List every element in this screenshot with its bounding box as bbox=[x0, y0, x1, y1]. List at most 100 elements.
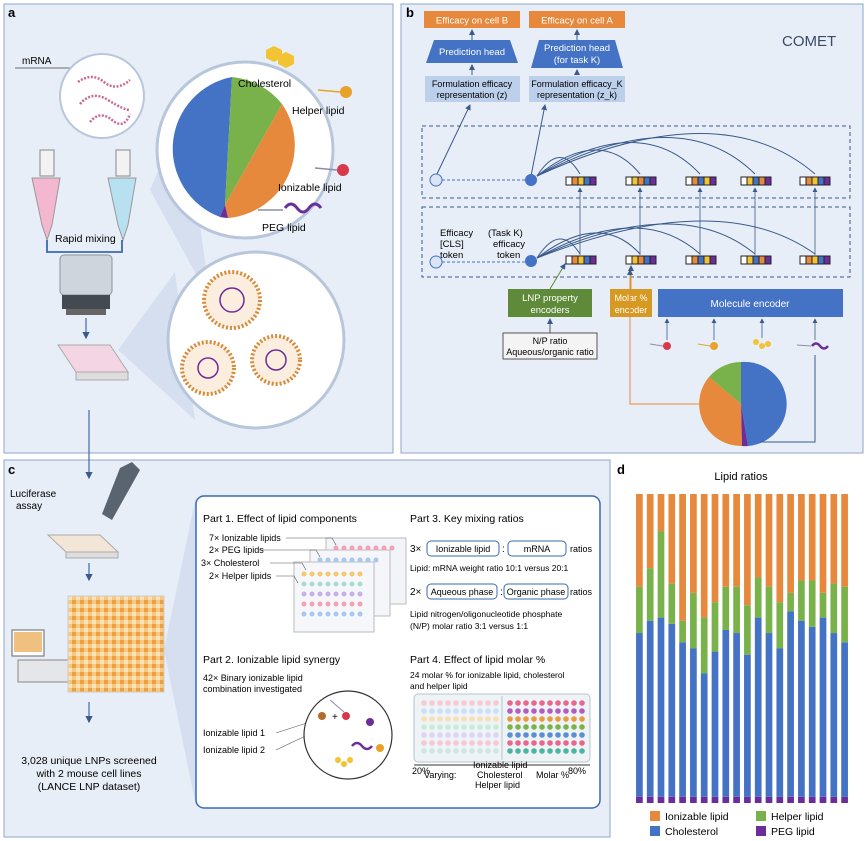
bar-13-helper-lipid bbox=[765, 586, 773, 634]
panel-c: c Luciferase assay 3,028 unique LNPs scr… bbox=[3, 410, 611, 838]
bar-12-cholesterol bbox=[754, 617, 762, 797]
bar-4-peg-lipid bbox=[668, 796, 676, 803]
stacked-bar-chart bbox=[636, 494, 848, 803]
bar-1-ionizable-lipid bbox=[636, 494, 643, 587]
task-token-bottom bbox=[525, 255, 537, 267]
formulation-zk-line2: representation (z_k) bbox=[537, 90, 617, 100]
bar-9-helper-lipid bbox=[722, 586, 730, 630]
np-line2: (N/P) molar ratio 3:1 versus 1:1 bbox=[410, 621, 528, 631]
screened-line3: (LANCE LNP dataset) bbox=[38, 781, 141, 793]
bar-17-cholesterol bbox=[808, 626, 816, 797]
ratios-label-1: ratios bbox=[570, 544, 593, 554]
bar-6-peg-lipid bbox=[690, 796, 697, 803]
bar-2-ionizable-lipid bbox=[646, 494, 654, 569]
efficacy-cell-b-box bbox=[424, 11, 520, 28]
bar-19-peg-lipid bbox=[830, 796, 838, 803]
cls-token-bottom bbox=[429, 255, 443, 269]
ionizable-count: 7× Ionizable lipids bbox=[209, 533, 281, 543]
bar-18-helper-lipid bbox=[819, 592, 827, 618]
token-strips-bottom bbox=[565, 255, 831, 265]
bar-20-cholesterol bbox=[841, 642, 848, 797]
mixer-device bbox=[59, 254, 113, 315]
panel-c-letter: c bbox=[8, 462, 15, 477]
comet-title: COMET bbox=[782, 33, 836, 50]
molar-encoder-line1: Molar % bbox=[614, 293, 647, 303]
luciferase-line1: Luciferase bbox=[10, 489, 57, 500]
attention-arcs-bottom bbox=[536, 220, 816, 259]
mrna-label: mRNA bbox=[22, 56, 52, 67]
bar-20-peg-lipid bbox=[841, 796, 848, 803]
synergy-circle: + bbox=[303, 690, 393, 780]
bar-6-helper-lipid bbox=[690, 592, 697, 649]
bar-19-cholesterol bbox=[830, 633, 838, 797]
panel-d: d Lipid ratios Ionizable lipid Helper li… bbox=[617, 462, 848, 838]
cholesterol-molecule-icon bbox=[753, 339, 759, 345]
peg-count: 2× PEG lipids bbox=[209, 545, 264, 555]
task-token-top bbox=[525, 174, 537, 186]
bar-10-cholesterol bbox=[733, 633, 740, 797]
cls-line1: Efficacy bbox=[440, 228, 473, 239]
molar-encoder-box bbox=[610, 289, 652, 317]
lnp-encoders-line2: encoders bbox=[530, 305, 569, 316]
bar-5-peg-lipid bbox=[679, 796, 686, 803]
np-ratio-box bbox=[502, 332, 598, 360]
bar-8-peg-lipid bbox=[711, 796, 719, 803]
bar-6-cholesterol bbox=[690, 648, 697, 797]
legend-peg: PEG lipid bbox=[771, 826, 815, 838]
plate-reader bbox=[11, 595, 165, 693]
bar-15-cholesterol bbox=[787, 611, 794, 797]
panel-a: a mRNA Rapid mixing bbox=[3, 3, 394, 454]
molar-line2: and helper lipid bbox=[410, 681, 468, 691]
np-line1: Lipid nitrogen/oligonucleotide phosphate bbox=[410, 609, 562, 619]
legend: Ionizable lipid Helper lipid Cholesterol… bbox=[650, 811, 824, 838]
binary-line2: combination investigated bbox=[203, 684, 302, 694]
lnp-encoders-line1: LNP property bbox=[522, 293, 578, 304]
bar-20-helper-lipid bbox=[841, 586, 848, 643]
legend-swatch-cholesterol bbox=[650, 826, 660, 836]
bar-15-ionizable-lipid bbox=[787, 494, 794, 593]
bar-2-helper-lipid bbox=[646, 568, 654, 621]
bar-16-helper-lipid bbox=[798, 580, 805, 621]
bar-17-ionizable-lipid bbox=[808, 494, 816, 581]
molecule-icons bbox=[649, 339, 829, 350]
ionizable-1-label: Ionizable lipid 1 bbox=[203, 728, 265, 738]
two-x: 2× bbox=[410, 587, 422, 598]
transformer-layer-bottom bbox=[421, 206, 851, 278]
bar-6-ionizable-lipid bbox=[690, 494, 697, 593]
bar-3-ionizable-lipid bbox=[657, 494, 665, 532]
bar-19-helper-lipid bbox=[830, 583, 838, 634]
screening-heatmap bbox=[67, 595, 165, 693]
ionizable-lipid-pill bbox=[426, 540, 500, 557]
legend-helper: Helper lipid bbox=[771, 811, 824, 823]
bar-15-peg-lipid bbox=[787, 796, 794, 803]
bar-8-ionizable-lipid bbox=[711, 494, 719, 603]
svg-text:+: + bbox=[332, 712, 338, 723]
bar-8-helper-lipid bbox=[711, 602, 719, 652]
varying-label: Varying: bbox=[424, 770, 456, 780]
cls-token-top bbox=[429, 173, 443, 187]
bar-10-peg-lipid bbox=[733, 796, 740, 803]
bar-16-peg-lipid bbox=[798, 796, 805, 803]
bar-1-helper-lipid bbox=[636, 586, 643, 634]
panel-b-letter: b bbox=[406, 5, 414, 20]
bar-5-cholesterol bbox=[679, 642, 686, 797]
helper-molecule-icon bbox=[710, 342, 718, 350]
bar-3-cholesterol bbox=[657, 617, 665, 797]
legend-swatch-peg bbox=[756, 826, 766, 836]
svg-text::: : bbox=[502, 544, 505, 555]
efficacy-cell-b-label: Efficacy on cell B bbox=[436, 16, 508, 27]
cls-line3: token bbox=[440, 250, 463, 261]
bar-17-peg-lipid bbox=[808, 796, 816, 803]
aqueous-organic-label: Aqueous/organic ratio bbox=[506, 347, 594, 357]
helper-count: 2× Helper lipids bbox=[209, 571, 272, 581]
mrna-pill bbox=[507, 540, 567, 557]
taskk-line2: efficacy bbox=[493, 239, 525, 250]
bar-7-peg-lipid bbox=[700, 796, 708, 803]
molar-wells-right bbox=[507, 700, 585, 754]
token-strips-top bbox=[565, 176, 831, 186]
prediction-head-label: Prediction head bbox=[439, 47, 505, 58]
molar-pct-label: Molar % bbox=[536, 770, 569, 780]
bar-1-cholesterol bbox=[636, 633, 643, 797]
cholesterol-label: Cholesterol bbox=[238, 78, 291, 90]
legend-swatch-helper bbox=[756, 811, 766, 821]
